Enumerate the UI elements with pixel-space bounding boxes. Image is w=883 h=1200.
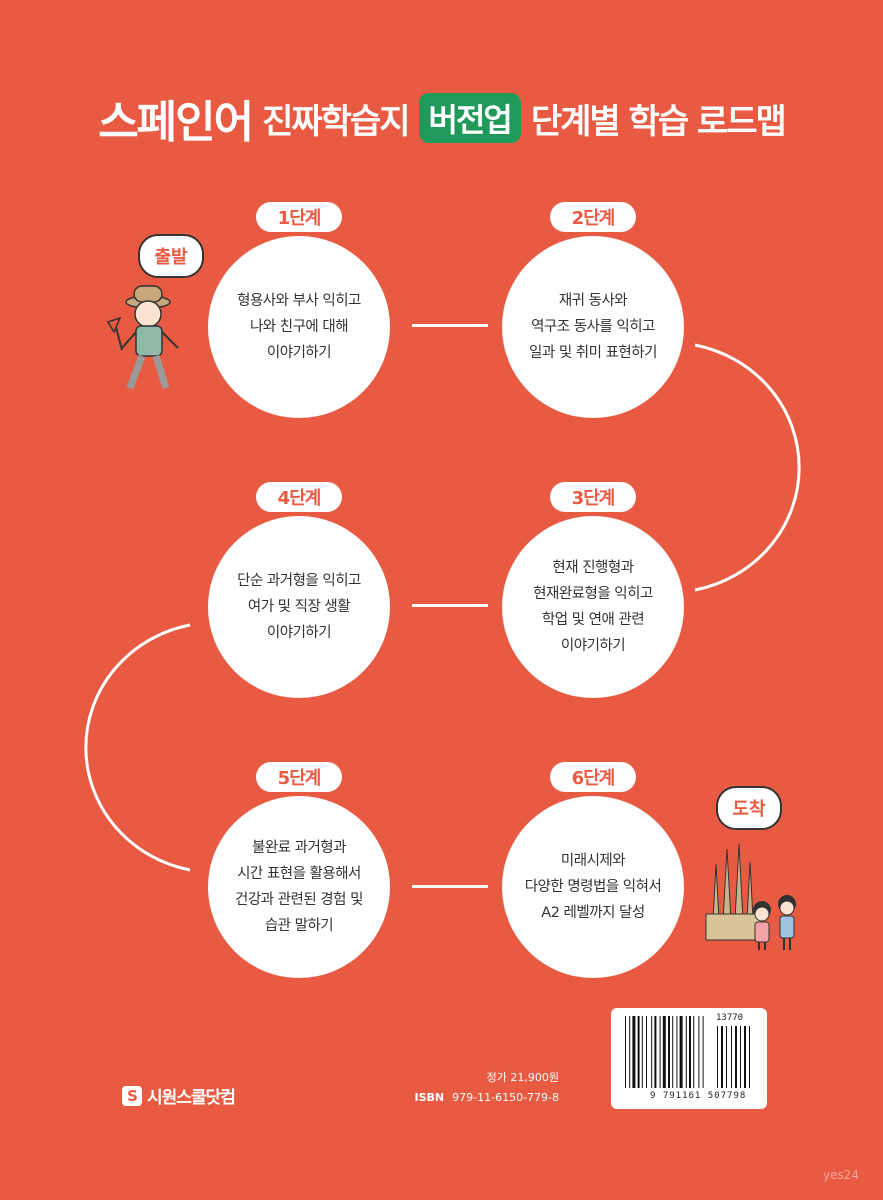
price: 정가 21,900원	[486, 1071, 559, 1084]
title-part2: 진짜학습지	[262, 101, 410, 142]
step-6-text: 미래시제와 다양한 명령법을 익혀서 A2 레벨까지 달성	[524, 853, 662, 921]
step-2-label: 2단계	[550, 202, 636, 232]
page-title: 스페인어 진짜학습지 버전업 단계별 학습 로드맵	[0, 86, 883, 150]
isbn-value: 979-11-6150-779-8	[452, 1091, 559, 1104]
barcode-bars	[625, 1016, 750, 1088]
barcode-bar	[685, 1016, 687, 1088]
step-1-label: 1단계	[256, 202, 342, 232]
start-bubble: 출발	[138, 234, 204, 278]
barcode-bar	[672, 1016, 674, 1088]
publisher-logo-icon: S	[122, 1085, 142, 1106]
barcode-bar	[693, 1016, 695, 1088]
barcode-bar	[625, 1016, 626, 1088]
step-3-label: 3단계	[550, 482, 636, 512]
step-1-text: 형용사와 부사 익히고 나와 친구에 대해 이야기하기	[237, 293, 361, 361]
step-3-text: 현재 진행형과 현재완료형을 익히고 학업 및 연애 관련 이야기하기	[533, 560, 653, 654]
watermark: yes24	[823, 1168, 860, 1182]
barcode-addon-bar	[749, 1026, 750, 1088]
isbn-line: ISBN 979-11-6150-779-8	[415, 1091, 559, 1104]
traveler-illustration	[106, 285, 179, 390]
barcode-bar	[632, 1016, 636, 1088]
barcode-addon-bar	[721, 1026, 723, 1088]
arc-2-3	[694, 343, 801, 592]
barcode-addon: 13770	[716, 1013, 744, 1023]
barcode-bar	[676, 1016, 678, 1088]
barcode-bar	[659, 1016, 661, 1088]
step-5-label: 5단계	[256, 762, 342, 792]
step-3-circle: 현재 진행형과 현재완료형을 익히고 학업 및 연애 관련 이야기하기	[502, 516, 684, 698]
publisher-logo: S 시원스쿨닷컴	[122, 1083, 236, 1108]
step-4-circle: 단순 과거형을 익히고 여가 및 직장 생활 이야기하기	[208, 516, 390, 698]
barcode-bar	[689, 1016, 691, 1088]
title-badge: 버전업	[418, 93, 521, 143]
step-6-circle: 미래시제와 다양한 명령법을 익혀서 A2 레벨까지 달성	[502, 796, 684, 978]
barcode	[611, 1008, 767, 1109]
connector-4-3	[412, 604, 488, 607]
barcode-bar	[637, 1016, 640, 1088]
title-part3: 단계별 학습 로드맵	[530, 101, 787, 142]
step-5-text: 불완료 과거형과 시간 표현을 활용해서 건강과 관련된 경험 및 습관 말하기	[235, 840, 363, 934]
barcode-addon-bar	[744, 1026, 746, 1088]
step-5-circle: 불완료 과거형과 시간 표현을 활용해서 건강과 관련된 경험 및 습관 말하기	[208, 796, 390, 978]
step-6-label: 6단계	[550, 762, 636, 792]
step-2-text: 재귀 동사와 역구조 동사를 익히고 일과 및 취미 표현하기	[529, 293, 657, 361]
barcode-bar	[668, 1016, 670, 1088]
publisher-name: 시원스쿨닷컴	[147, 1088, 236, 1108]
barcode-bar	[654, 1016, 657, 1088]
barcode-number: 9 791161 507798	[650, 1091, 747, 1101]
barcode-bar	[662, 1016, 666, 1088]
connector-1-2	[412, 324, 488, 327]
sagrada-familia-illustration	[705, 843, 796, 950]
barcode-addon-bar	[731, 1026, 732, 1088]
barcode-bar	[646, 1016, 647, 1088]
isbn-label: ISBN	[414, 1091, 445, 1104]
end-bubble: 도착	[716, 786, 782, 830]
arc-4-5	[84, 623, 191, 872]
barcode-addon-bar	[726, 1026, 727, 1088]
barcode-bar	[641, 1016, 643, 1088]
barcode-bar	[629, 1016, 631, 1088]
connector-5-6	[412, 885, 488, 888]
step-4-label: 4단계	[256, 482, 342, 512]
title-part1: 스페인어	[98, 97, 254, 148]
step-1-circle: 형용사와 부사 익히고 나와 친구에 대해 이야기하기	[208, 236, 390, 418]
step-2-circle: 재귀 동사와 역구조 동사를 익히고 일과 및 취미 표현하기	[502, 236, 684, 418]
barcode-addon-bar	[740, 1026, 741, 1088]
barcode-bar	[698, 1016, 700, 1088]
barcode-addon-bar	[735, 1026, 737, 1088]
barcode-bar	[702, 1016, 704, 1088]
barcode-addon-bar	[717, 1026, 718, 1088]
barcode-bar	[679, 1016, 683, 1088]
barcode-bar	[651, 1016, 653, 1088]
step-4-text: 단순 과거형을 익히고 여가 및 직장 생활 이야기하기	[237, 573, 361, 641]
